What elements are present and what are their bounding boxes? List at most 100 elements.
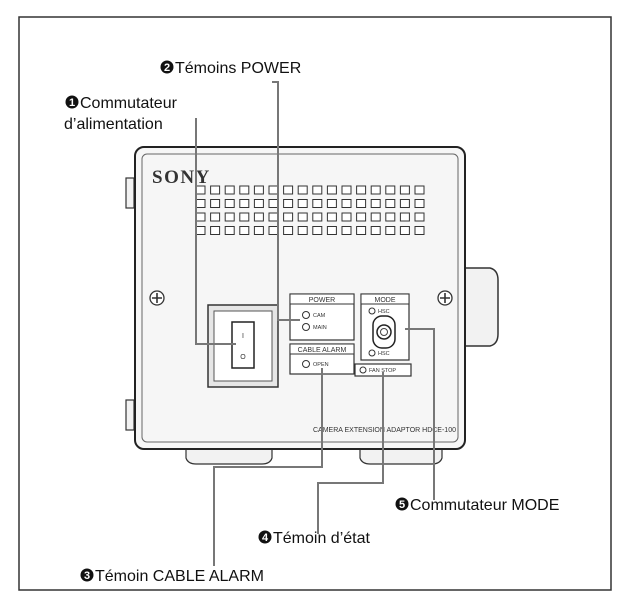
left-screw bbox=[149, 290, 165, 306]
vent-slot bbox=[326, 212, 337, 222]
main-led-label: MAIN bbox=[313, 325, 327, 331]
vent-slot bbox=[224, 199, 235, 208]
mode-top-label: HSC bbox=[378, 309, 390, 315]
vent-slot bbox=[356, 212, 367, 222]
vent-slot bbox=[385, 226, 396, 235]
vent-slot bbox=[283, 226, 294, 235]
vent-slot bbox=[326, 226, 337, 235]
mode-bottom-label: HSC bbox=[378, 351, 390, 357]
callout-5-text: Commutateur MODE bbox=[410, 497, 559, 514]
right-screw bbox=[437, 290, 453, 306]
vent-slot bbox=[253, 199, 264, 208]
vent-slot bbox=[370, 226, 381, 235]
vent-slot bbox=[399, 212, 410, 222]
callout-1-text-line2: d’alimentation bbox=[64, 116, 163, 133]
callout-3-number: 3 bbox=[84, 570, 90, 582]
mode-top-led bbox=[368, 307, 376, 315]
vent-slot bbox=[210, 212, 221, 222]
power-title-box bbox=[289, 293, 355, 305]
left-foot bbox=[185, 447, 273, 465]
callout-line-5 bbox=[405, 328, 435, 500]
vent-slot bbox=[283, 212, 294, 222]
vent-slot bbox=[385, 212, 396, 222]
vent-slot bbox=[356, 199, 367, 208]
callout-1-text: Commutateur bbox=[80, 95, 178, 112]
left-edge-tab-bottom bbox=[125, 399, 135, 431]
callout-5: 5 Commutateur MODE bbox=[395, 497, 559, 514]
mode-switch[interactable] bbox=[376, 324, 392, 340]
cam-led-label: CAM bbox=[313, 313, 326, 319]
vent-slot bbox=[385, 199, 396, 208]
callout-4-number: 4 bbox=[262, 532, 269, 544]
callout-2-number: 2 bbox=[164, 62, 170, 74]
open-led-label: OPEN bbox=[313, 362, 329, 368]
vent-slot bbox=[414, 212, 425, 222]
vent-slot bbox=[356, 226, 367, 235]
vent-slot bbox=[414, 185, 425, 195]
vent-slot bbox=[268, 226, 279, 235]
vent-slot bbox=[224, 212, 235, 222]
callout-1: 1 Commutateur d’alimentation bbox=[64, 95, 178, 133]
callout-1-number: 1 bbox=[69, 97, 75, 109]
vent-slot bbox=[370, 212, 381, 222]
callout-line-2 bbox=[272, 81, 300, 321]
callout-3: 3 Témoin CABLE ALARM bbox=[80, 568, 264, 585]
vent-slot bbox=[268, 212, 279, 222]
vent-slot bbox=[341, 185, 352, 195]
vent-slot bbox=[268, 199, 279, 208]
vent-slot bbox=[326, 199, 337, 208]
fan-stop-led bbox=[359, 366, 367, 374]
vent-slot bbox=[283, 199, 294, 208]
cam-led bbox=[302, 311, 310, 319]
callout-2-text: Témoins POWER bbox=[175, 60, 301, 77]
vent-slot bbox=[399, 226, 410, 235]
mode-switch-knob bbox=[380, 328, 388, 336]
vent-slot bbox=[385, 185, 396, 195]
vent-slot bbox=[326, 185, 337, 195]
vent-slot bbox=[341, 212, 352, 222]
vent-slot bbox=[195, 185, 206, 195]
vent-slot bbox=[341, 199, 352, 208]
callout-2: 2 Témoins POWER bbox=[160, 60, 301, 77]
power-switch-off-mark: O bbox=[240, 354, 246, 361]
callout-3-badge bbox=[80, 568, 94, 582]
vent-slot bbox=[239, 226, 250, 235]
vent-slot bbox=[239, 199, 250, 208]
vent-slot bbox=[414, 199, 425, 208]
vent-slot bbox=[224, 226, 235, 235]
open-led bbox=[302, 360, 310, 368]
vent-slot bbox=[297, 199, 308, 208]
power-title: POWER bbox=[309, 297, 335, 304]
left-edge-tab-top bbox=[125, 177, 135, 209]
fan-stop-label: FAN STOP bbox=[369, 368, 396, 374]
callout-5-number: 5 bbox=[399, 499, 405, 511]
callout-1-badge bbox=[65, 95, 79, 109]
mode-box bbox=[360, 293, 410, 361]
vent-slot bbox=[370, 199, 381, 208]
callout-5-badge bbox=[395, 497, 409, 511]
vent-slot bbox=[297, 185, 308, 195]
cable-alarm-title-box bbox=[289, 343, 355, 355]
power-switch-on-mark: I bbox=[242, 333, 244, 340]
vent-slot bbox=[195, 212, 206, 222]
vent-slot bbox=[253, 212, 264, 222]
vent-slot bbox=[210, 185, 221, 195]
callout-4-text: Témoin d’état bbox=[273, 530, 370, 547]
vent-grid bbox=[195, 185, 425, 235]
callout-line-3 bbox=[213, 368, 323, 566]
brand-logo: SONY bbox=[152, 167, 211, 188]
cable-alarm-title: CABLE ALARM bbox=[298, 347, 347, 354]
vent-slot bbox=[239, 212, 250, 222]
callout-3-text: Témoin CABLE ALARM bbox=[95, 568, 264, 585]
device-face bbox=[141, 153, 459, 443]
vent-slot bbox=[283, 185, 294, 195]
mode-title: MODE bbox=[375, 297, 396, 304]
vent-slot bbox=[370, 185, 381, 195]
callout-4-badge bbox=[258, 530, 272, 544]
vent-slot bbox=[312, 199, 323, 208]
mode-bottom-led bbox=[368, 349, 376, 357]
vent-slot bbox=[312, 226, 323, 235]
vent-slot bbox=[224, 185, 235, 195]
vent-slot bbox=[268, 185, 279, 195]
vent-slot bbox=[312, 212, 323, 222]
